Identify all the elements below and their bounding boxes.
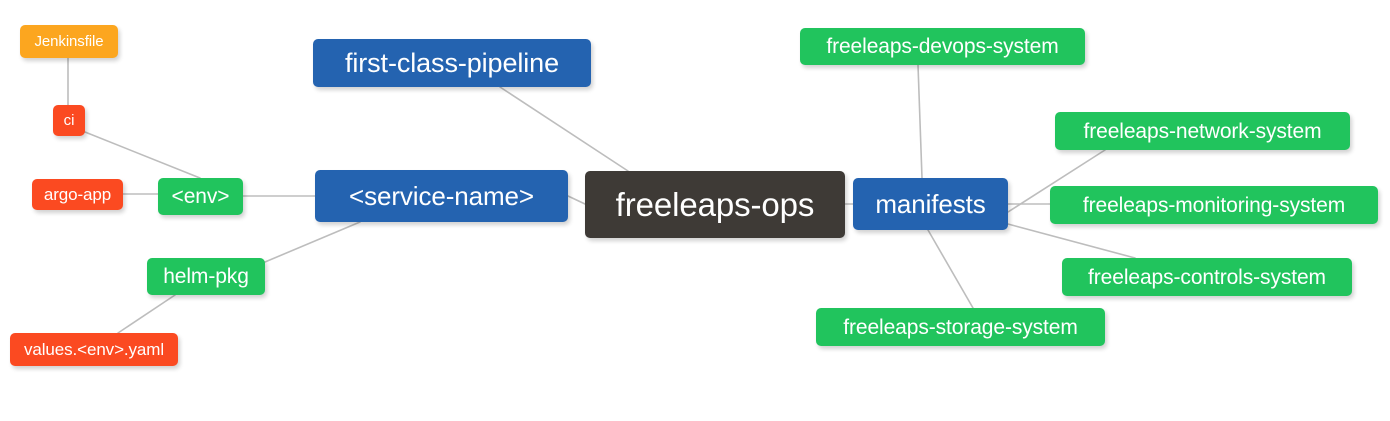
node-label-jenkinsfile: Jenkinsfile: [34, 33, 104, 50]
node-jenkinsfile[interactable]: Jenkinsfile: [20, 25, 118, 58]
edge-ops-first-class-pipeline: [499, 86, 629, 172]
node-label-env: <env>: [171, 185, 230, 208]
node-label-freeleaps-storage-system: freeleaps-storage-system: [843, 315, 1078, 339]
node-label-ci: ci: [63, 112, 75, 129]
node-label-freeleaps-monitoring-system: freeleaps-monitoring-system: [1082, 193, 1346, 217]
node-freeleaps-controls-system[interactable]: freeleaps-controls-system: [1062, 258, 1352, 296]
edge-ops-service-name: [567, 195, 586, 205]
node-first-class-pipeline[interactable]: first-class-pipeline: [313, 39, 591, 87]
node-label-helm-pkg: helm-pkg: [163, 265, 249, 288]
edge-env-ci: [84, 131, 201, 179]
node-argo-app[interactable]: argo-app: [32, 179, 123, 210]
edge-manifests-controls: [1007, 223, 1136, 259]
node-helm-pkg[interactable]: helm-pkg: [147, 258, 265, 295]
node-values-env-yaml[interactable]: values.<env>.yaml: [10, 333, 178, 366]
node-freeleaps-monitoring-system[interactable]: freeleaps-monitoring-system: [1050, 186, 1378, 224]
node-freeleaps-ops[interactable]: freeleaps-ops: [585, 171, 845, 238]
node-manifests[interactable]: manifests: [853, 178, 1008, 230]
node-label-manifests: manifests: [875, 189, 986, 219]
node-ci[interactable]: ci: [53, 105, 85, 136]
node-freeleaps-devops-system[interactable]: freeleaps-devops-system: [800, 28, 1085, 65]
edge-manifests-storage: [927, 229, 974, 309]
node-env[interactable]: <env>: [158, 178, 243, 215]
edge-service-name-helm-pkg: [264, 221, 361, 263]
node-label-freeleaps-controls-system: freeleaps-controls-system: [1088, 265, 1326, 289]
node-label-first-class-pipeline: first-class-pipeline: [344, 47, 560, 78]
node-label-freeleaps-devops-system: freeleaps-devops-system: [826, 35, 1059, 58]
node-freeleaps-network-system[interactable]: freeleaps-network-system: [1055, 112, 1350, 150]
node-label-argo-app: argo-app: [43, 185, 112, 204]
node-label-service-name: <service-name>: [348, 181, 535, 211]
node-label-freeleaps-ops: freeleaps-ops: [615, 186, 815, 223]
node-label-values-env-yaml: values.<env>.yaml: [23, 340, 165, 359]
edge-manifests-devops: [917, 64, 923, 179]
node-service-name[interactable]: <service-name>: [315, 170, 568, 222]
node-freeleaps-storage-system[interactable]: freeleaps-storage-system: [816, 308, 1105, 346]
node-label-freeleaps-network-system: freeleaps-network-system: [1083, 119, 1322, 143]
edge-helm-pkg-values-yaml: [117, 294, 176, 334]
